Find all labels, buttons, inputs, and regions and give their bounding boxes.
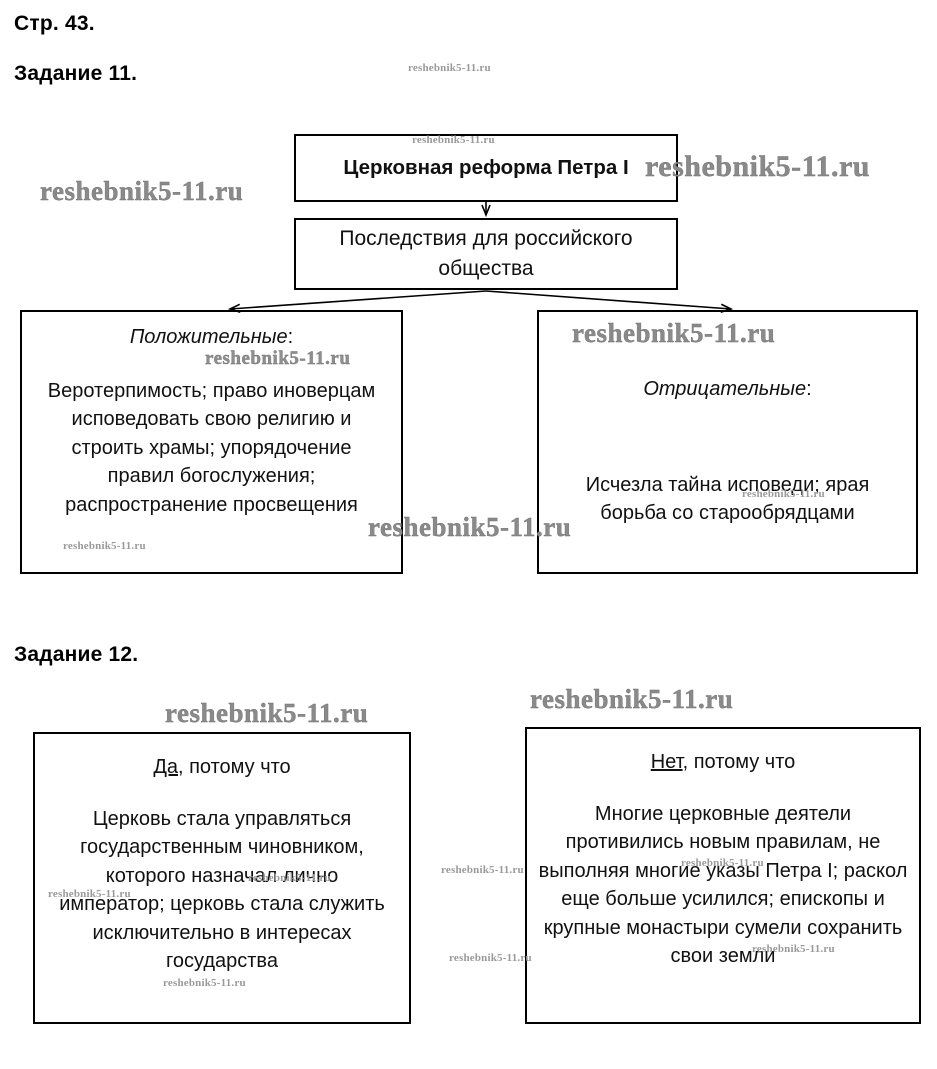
negative-label-wrap: Отрицательные: [643,378,811,401]
answer-yes-head: Да, потому что [153,756,290,779]
box-positive-consequences: Положительные: Веротерпимость; право ино… [20,310,403,574]
watermark: reshebnik5-11.ru [368,512,572,542]
answer-yes-body: Церковь стала управляться государственны… [59,808,385,972]
watermark: reshebnik5-11.ru [742,488,825,500]
box-church-reform: Церковная реформа Петра I [294,134,678,202]
answer-yes-head-rest: , потому что [177,756,291,778]
box-answer-no: Нет, потому что Многие церковные деятели… [525,727,921,1024]
watermark: reshebnik5-11.ru [205,348,351,369]
answer-no-body: Многие церковные деятели противились нов… [538,803,908,967]
watermark: reshebnik5-11.ru [408,62,491,74]
page-number-label: Стр. 43. [14,12,95,35]
watermark: reshebnik5-11.ru [248,872,331,884]
task-12-heading: Задание 12. [14,643,139,666]
negative-body-text: Исчезла тайна исповеди; ярая борьба со с… [585,474,870,525]
positive-label-text: Положительные [129,326,288,348]
box-answer-yes: Да, потому что Церковь стала управляться… [33,732,411,1024]
watermark: reshebnik5-11.ru [645,150,870,183]
box-consequences-line2: общества [438,257,534,280]
watermark: reshebnik5-11.ru [63,540,146,552]
watermark: reshebnik5-11.ru [530,684,734,714]
negative-label: Отрицательные: [643,378,811,401]
watermark: reshebnik5-11.ru [752,943,835,955]
watermark: reshebnik5-11.ru [449,952,532,964]
watermark: reshebnik5-11.ru [40,176,244,206]
watermark: reshebnik5-11.ru [48,888,131,900]
watermark: reshebnik5-11.ru [165,698,369,728]
watermark: reshebnik5-11.ru [412,134,495,146]
box-church-reform-title: Церковная реформа Петра I [343,155,629,179]
box-consequences: Последствия для российского общества [294,218,678,290]
negative-label-colon: : [806,378,812,400]
positive-label: Положительные: [130,326,293,349]
arrow-to-positive [227,290,487,314]
positive-body-text: Веротерпимость; право иноверцам исповедо… [47,380,376,516]
watermark: reshebnik5-11.ru [441,864,524,876]
watermark: reshebnik5-11.ru [163,977,246,989]
answer-yes-mark: Да [153,756,178,778]
box-consequences-line1: Последствия для российского [339,227,633,251]
answer-no-head-rest: , потому что [682,751,796,773]
positive-label-colon: : [287,326,294,348]
negative-label-text: Отрицательные [643,378,807,400]
answer-no-mark: Нет [650,751,683,773]
answer-no-head: Нет, потому что [651,751,796,774]
box-negative-consequences: Отрицательные: Исчезла тайна исповеди; я… [537,310,918,574]
arrow-to-negative [485,290,734,314]
watermark: reshebnik5-11.ru [681,857,764,869]
watermark: reshebnik5-11.ru [572,318,776,348]
task-11-heading: Задание 11. [14,62,138,85]
